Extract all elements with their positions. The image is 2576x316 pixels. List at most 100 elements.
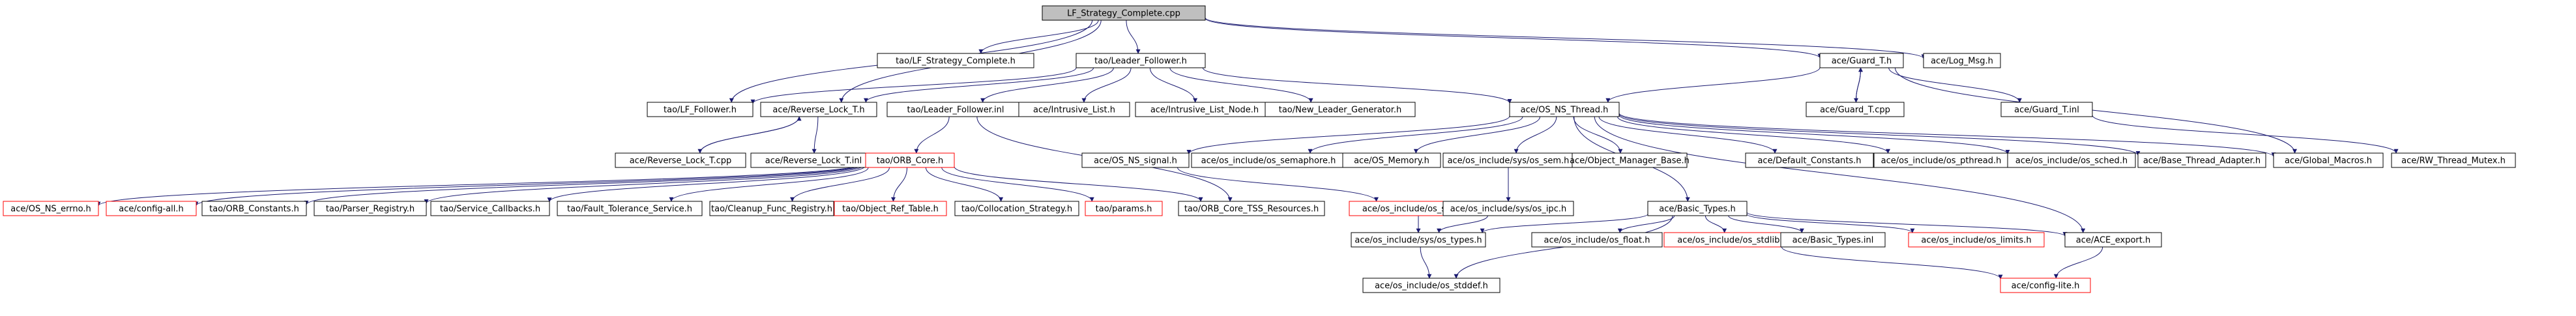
node-box[interactable] bbox=[760, 102, 877, 117]
node-box[interactable] bbox=[2137, 152, 2266, 168]
node-ace_os_ns_signal_h[interactable]: ace/OS_NS_signal.h bbox=[1081, 152, 1190, 168]
node-ace_os_ns_errno_h[interactable]: ace/OS_NS_errno.h bbox=[3, 201, 99, 216]
node-ace_os_include_os_float_h[interactable]: ace/os_include/os_float.h bbox=[1531, 232, 1663, 248]
node-tao_params_h[interactable]: tao/params.h bbox=[1085, 201, 1163, 216]
node-ace_config_all_h[interactable]: ace/config-all.h bbox=[106, 201, 197, 216]
node-ace_os_include_sys_os_types_h[interactable]: ace/os_include/sys/os_types.h bbox=[1351, 232, 1486, 248]
node-label: tao/ORB_Core.h bbox=[877, 156, 944, 166]
node-tao_parser_registry_h[interactable]: tao/Parser_Registry.h bbox=[314, 201, 427, 216]
node-ace_os_include_os_limits_h[interactable]: ace/os_include/os_limits.h bbox=[1908, 232, 2045, 248]
edge-tao_orb_core_h-to-tao_params_h bbox=[941, 167, 1094, 202]
node-ace_os_include_sys_os_ipc_h[interactable]: ace/os_include/sys/os_ipc.h bbox=[1442, 201, 1574, 216]
node-box[interactable] bbox=[1042, 5, 1206, 21]
node-box[interactable] bbox=[1178, 201, 1325, 216]
node-box[interactable] bbox=[1572, 152, 1688, 168]
node-ace_guard_t_inl[interactable]: ace/Guard_T.inl bbox=[2000, 102, 2093, 117]
node-ace_default_constants_h[interactable]: ace/Default_Constants.h bbox=[1745, 152, 1874, 168]
node-ace_os_include_os_pthread_h[interactable]: ace/os_include/os_pthread.h bbox=[1873, 152, 2009, 168]
node-box[interactable] bbox=[1780, 232, 1886, 248]
node-box[interactable] bbox=[314, 201, 427, 216]
node-box[interactable] bbox=[1923, 53, 2001, 68]
node-ace_object_manager_base_h[interactable]: ace/Object_Manager_Base.h bbox=[1570, 152, 1690, 168]
node-ace_intrusive_list_node_h[interactable]: ace/Intrusive_List_Node.h bbox=[1135, 102, 1274, 117]
node-box[interactable] bbox=[1018, 102, 1130, 117]
node-tao_fault_tolerance_service_h[interactable]: tao/Fault_Tolerance_Service.h bbox=[557, 201, 703, 216]
node-tao_leader_follower_h[interactable]: tao/Leader_Follower.h bbox=[1076, 53, 1206, 68]
node-box[interactable] bbox=[1819, 53, 1904, 68]
node-ace_os_ns_thread_h[interactable]: ace/OS_NS_Thread.h bbox=[1509, 102, 1620, 117]
node-label: ace/os_include/sys/os_sem.h bbox=[1448, 156, 1570, 166]
node-ace_basic_types_inl[interactable]: ace/Basic_Types.inl bbox=[1780, 232, 1886, 248]
node-tao_lf_follower_h[interactable]: tao/LF_Follower.h bbox=[647, 102, 754, 117]
node-ace_base_thread_adapter_h[interactable]: ace/Base_Thread_Adapter.h bbox=[2137, 152, 2266, 168]
node-tao_service_callbacks_h[interactable]: tao/Service_Callbacks.h bbox=[430, 201, 550, 216]
node-box[interactable] bbox=[430, 201, 550, 216]
node-box[interactable] bbox=[1081, 152, 1190, 168]
node-ace_reverse_lock_t_h[interactable]: ace/Reverse_Lock_T.h bbox=[760, 102, 877, 117]
node-box[interactable] bbox=[1531, 232, 1663, 248]
node-box[interactable] bbox=[954, 201, 1079, 216]
node-ace_global_macros_h[interactable]: ace/Global_Macros.h bbox=[2273, 152, 2384, 168]
node-box[interactable] bbox=[647, 102, 754, 117]
node-box[interactable] bbox=[1265, 102, 1416, 117]
node-ace_rw_thread_mutex_h[interactable]: ace/RW_Thread_Mutex.h bbox=[2391, 152, 2516, 168]
node-box[interactable] bbox=[1362, 278, 1500, 293]
node-tao_new_leader_generator_h[interactable]: tao/New_Leader_Generator.h bbox=[1265, 102, 1416, 117]
node-box[interactable] bbox=[1076, 53, 1206, 68]
node-ace_os_memory_h[interactable]: ace/OS_Memory.h bbox=[1342, 152, 1441, 168]
node-box[interactable] bbox=[709, 201, 834, 216]
node-ace_os_include_os_stddef_h[interactable]: ace/os_include/os_stddef.h bbox=[1362, 278, 1500, 293]
node-tao_orb_core_tss_resources_h[interactable]: tao/ORB_Core_TSS_Resources.h bbox=[1178, 201, 1325, 216]
node-tao_leader_follower_inl[interactable]: tao/Leader_Follower.inl bbox=[886, 102, 1025, 117]
edge-ace_guard_t_h-to-ace_os_ns_thread_h bbox=[1605, 67, 1821, 103]
node-box[interactable] bbox=[2007, 152, 2136, 168]
node-box[interactable] bbox=[3, 201, 99, 216]
node-box[interactable] bbox=[1085, 201, 1163, 216]
node-box[interactable] bbox=[2273, 152, 2384, 168]
node-box[interactable] bbox=[1351, 232, 1486, 248]
node-label: ace/Guard_T.h bbox=[1832, 57, 1892, 66]
node-box[interactable] bbox=[1442, 201, 1574, 216]
node-tao_orb_core_h[interactable]: tao/ORB_Core.h bbox=[865, 152, 955, 168]
node-box[interactable] bbox=[106, 201, 197, 216]
node-label: ace/os_include/os_stddef.h bbox=[1375, 281, 1488, 291]
node-box[interactable] bbox=[1342, 152, 1441, 168]
node-box[interactable] bbox=[2391, 152, 2516, 168]
node-ace_basic_types_h[interactable]: ace/Basic_Types.h bbox=[1647, 201, 1748, 216]
node-box[interactable] bbox=[2000, 278, 2091, 293]
node-box[interactable] bbox=[557, 201, 703, 216]
node-ace_os_include_os_semaphore_h[interactable]: ace/os_include/os_semaphore.h bbox=[1191, 152, 1346, 168]
node-ace_ace_export_h[interactable]: ace/ACE_export.h bbox=[2064, 232, 2162, 248]
node-ace_reverse_lock_t_cpp[interactable]: ace/Reverse_Lock_T.cpp bbox=[615, 152, 746, 168]
node-ace_guard_t_h[interactable]: ace/Guard_T.h bbox=[1819, 53, 1904, 68]
node-ace_reverse_lock_t_inl[interactable]: ace/Reverse_Lock_T.inl bbox=[750, 152, 877, 168]
node-box[interactable] bbox=[877, 53, 1034, 68]
node-tao_object_ref_table_h[interactable]: tao/Object_Ref_Table.h bbox=[834, 201, 947, 216]
node-tao_collocation_strategy_h[interactable]: tao/Collocation_Strategy.h bbox=[954, 201, 1079, 216]
node-box[interactable] bbox=[2064, 232, 2162, 248]
node-ace_config_lite_h[interactable]: ace/config-lite.h bbox=[2000, 278, 2091, 293]
node-ace_os_include_sys_os_sem_h[interactable]: ace/os_include/sys/os_sem.h bbox=[1442, 152, 1574, 168]
node-box[interactable] bbox=[201, 201, 307, 216]
node-box[interactable] bbox=[1509, 102, 1620, 117]
node-tao_cleanup_func_registry_h[interactable]: tao/Cleanup_Func_Registry.h bbox=[709, 201, 834, 216]
node-box[interactable] bbox=[834, 201, 947, 216]
node-box[interactable] bbox=[1806, 102, 1905, 117]
node-ace_os_include_os_sched_h[interactable]: ace/os_include/os_sched.h bbox=[2007, 152, 2136, 168]
node-box[interactable] bbox=[1647, 201, 1748, 216]
node-ace_guard_t_cpp[interactable]: ace/Guard_T.cpp bbox=[1806, 102, 1905, 117]
node-box[interactable] bbox=[1908, 232, 2045, 248]
node-ace_intrusive_list_h[interactable]: ace/Intrusive_List.h bbox=[1018, 102, 1130, 117]
node-label: ace/ACE_export.h bbox=[2076, 236, 2150, 246]
node-box[interactable] bbox=[615, 152, 746, 168]
node-lf_strategy_complete_cpp[interactable]: LF_Strategy_Complete.cpp bbox=[1042, 5, 1206, 21]
node-ace_os_include_os_stdlib_h[interactable]: ace/os_include/os_stdlib.h bbox=[1663, 232, 1802, 248]
node-label: ace/os_include/os_stdlib.h bbox=[1677, 236, 1787, 246]
node-ace_log_msg_h[interactable]: ace/Log_Msg.h bbox=[1923, 53, 2001, 68]
node-box[interactable] bbox=[865, 152, 955, 168]
edge-ace_os_ns_thread_h-to-ace_base_thread_adapter_h bbox=[1618, 113, 2141, 156]
node-box[interactable] bbox=[2000, 102, 2093, 117]
node-box[interactable] bbox=[1745, 152, 1874, 168]
node-tao_orb_constants_h[interactable]: tao/ORB_Constants.h bbox=[201, 201, 307, 216]
node-tao_lf_strategy_complete_h[interactable]: tao/LF_Strategy_Complete.h bbox=[877, 53, 1034, 68]
